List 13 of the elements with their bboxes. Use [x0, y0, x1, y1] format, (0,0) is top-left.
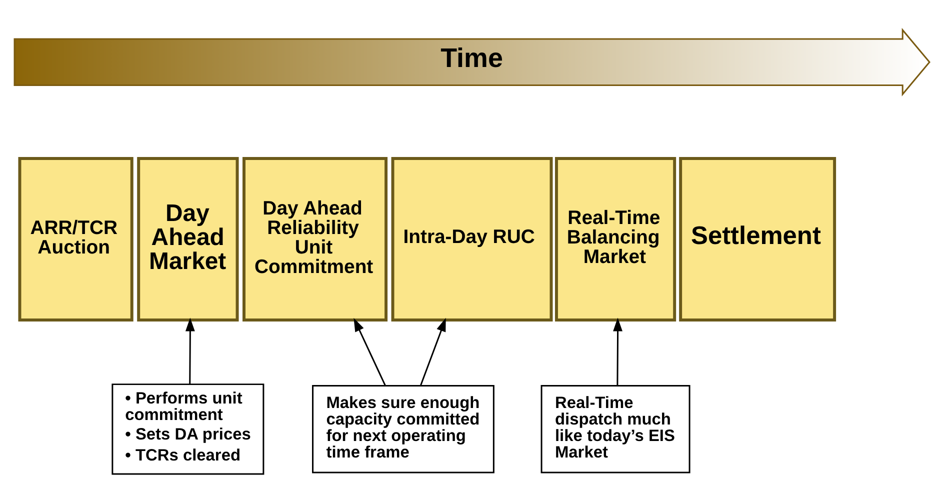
arrow — [420, 318, 446, 386]
node-box: Real-Time dispatch much like today’s EIS Market — [540, 385, 690, 474]
arrow — [185, 318, 195, 384]
node-box: ARR/TCR Auction — [18, 157, 134, 322]
node-box: Intra-Day RUC — [391, 157, 553, 322]
node-box: Day Ahead Market — [137, 157, 239, 322]
node-box: • Performs unit commitment • Sets DA prices • TCRs cleared — [112, 384, 264, 475]
node-box: Day Ahead Reliability Unit Commitment — [242, 157, 388, 322]
arrow — [613, 318, 622, 386]
node-box: Makes sure enough capacity committed for next operating time frame — [312, 385, 494, 474]
node-box: Settlement — [679, 157, 836, 322]
node-box: Real-Time Balancing Market — [554, 157, 676, 322]
arrow — [354, 318, 386, 386]
